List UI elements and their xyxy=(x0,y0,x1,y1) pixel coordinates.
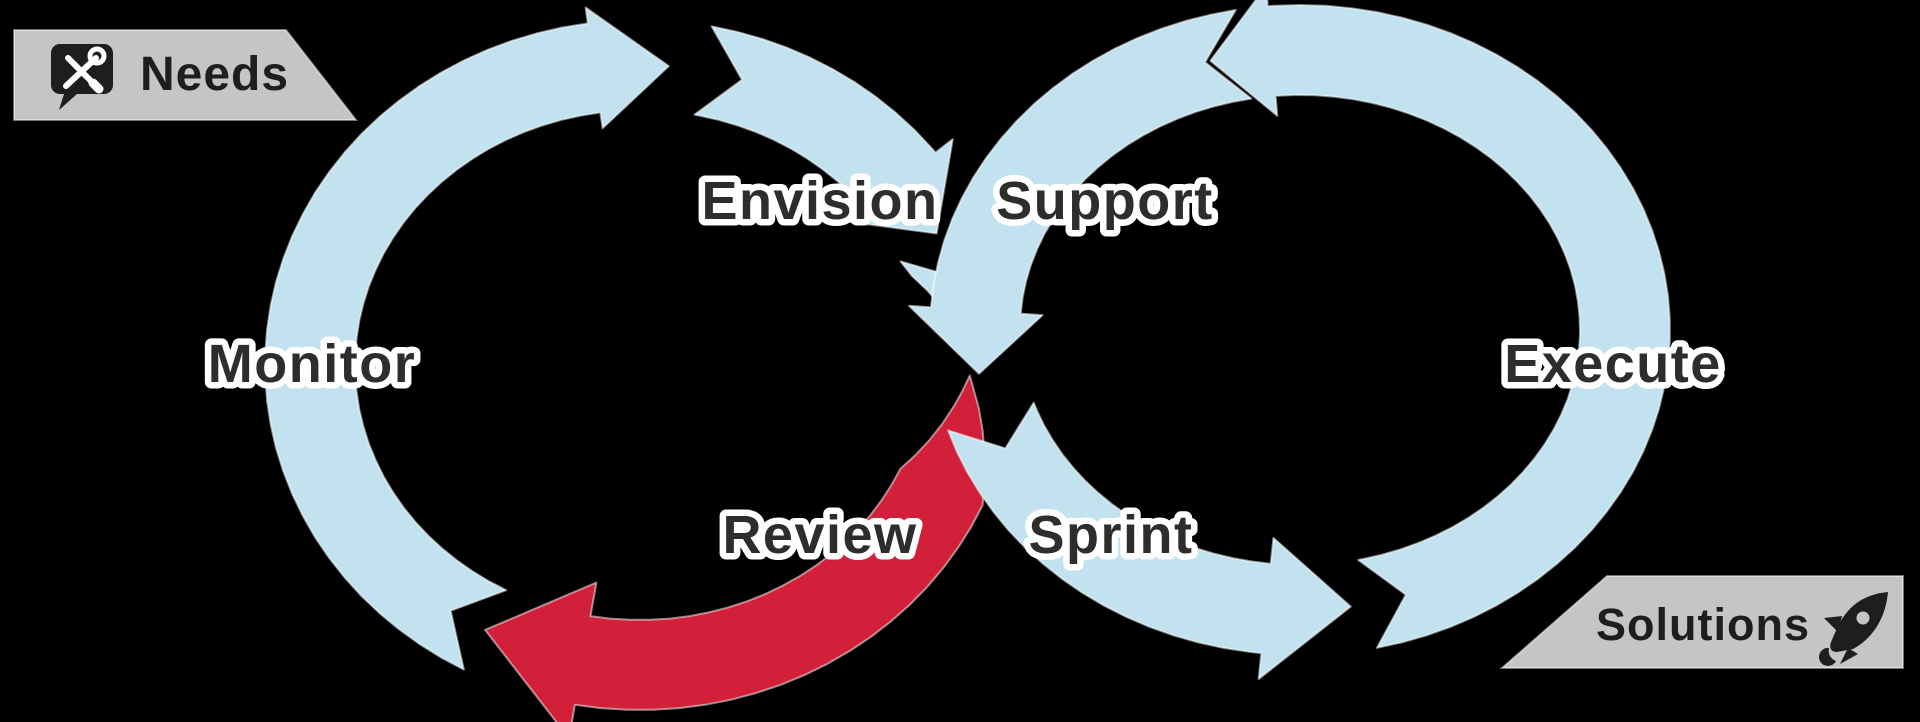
stage-labels: Envision Support Monitor Execute Review … xyxy=(201,165,1727,572)
arc-sprint xyxy=(947,401,1352,681)
label-execute: Execute xyxy=(1504,334,1722,394)
needs-tag: Needs xyxy=(13,29,359,121)
solutions-tag: Solutions xyxy=(1499,575,1904,669)
wrench-jaw xyxy=(87,46,107,66)
solutions-tag-box xyxy=(1499,575,1904,669)
label-sprint: Sprint xyxy=(1029,505,1194,565)
solutions-tag-label: Solutions xyxy=(1596,599,1810,650)
arc-envision xyxy=(693,25,954,235)
arc-execute xyxy=(1209,0,1671,649)
tools-speech-bubble-icon xyxy=(51,44,113,110)
label-review: Review xyxy=(722,505,917,565)
label-monitor: Monitor xyxy=(208,334,416,394)
rocket-fin-bottom xyxy=(1840,648,1858,664)
rocket-fin-left xyxy=(1824,616,1842,632)
arc-monitor xyxy=(264,6,670,671)
rocket-exhaust xyxy=(1818,647,1836,666)
label-envision: Envision xyxy=(701,171,938,231)
arc-support xyxy=(908,8,1253,375)
right-loop xyxy=(908,0,1671,681)
rocket-window xyxy=(1856,611,1870,625)
rocket-icon xyxy=(1818,592,1888,666)
screwdriver-handle xyxy=(88,78,104,94)
screwdriver-shaft xyxy=(65,55,97,87)
arc-review-red xyxy=(484,374,986,722)
needs-tag-label: Needs xyxy=(140,48,289,101)
label-support: Support xyxy=(996,171,1213,231)
